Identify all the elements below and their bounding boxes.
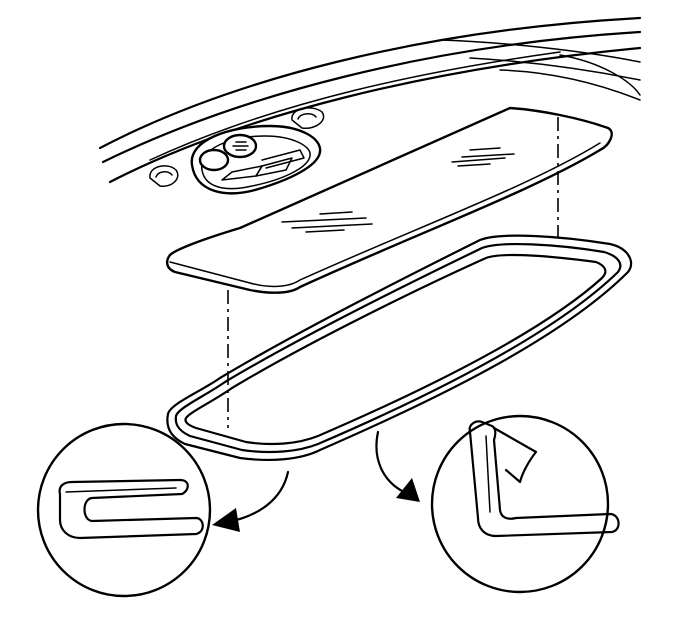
roof-clip-left: [149, 165, 179, 187]
roof-clip-right: [291, 107, 325, 129]
headliner-roof-edge: [98, 16, 642, 184]
sunroof-seal: [166, 234, 633, 462]
arrow-to-right-detail: [375, 430, 420, 502]
magnifier-circle-icon: [430, 414, 610, 594]
seal-cross-section-right: [430, 414, 620, 594]
overhead-console: [190, 124, 322, 195]
console-switch-icon: [198, 148, 230, 172]
seal-cross-section-left: [36, 422, 212, 598]
arrow-to-left-detail: [212, 470, 290, 532]
alignment-lines: [227, 117, 559, 428]
magnifier-circle-icon: [36, 422, 212, 598]
arrow-head-icon: [212, 508, 240, 532]
arrow-head-icon: [396, 478, 420, 502]
sunshade-panel: [165, 106, 613, 294]
